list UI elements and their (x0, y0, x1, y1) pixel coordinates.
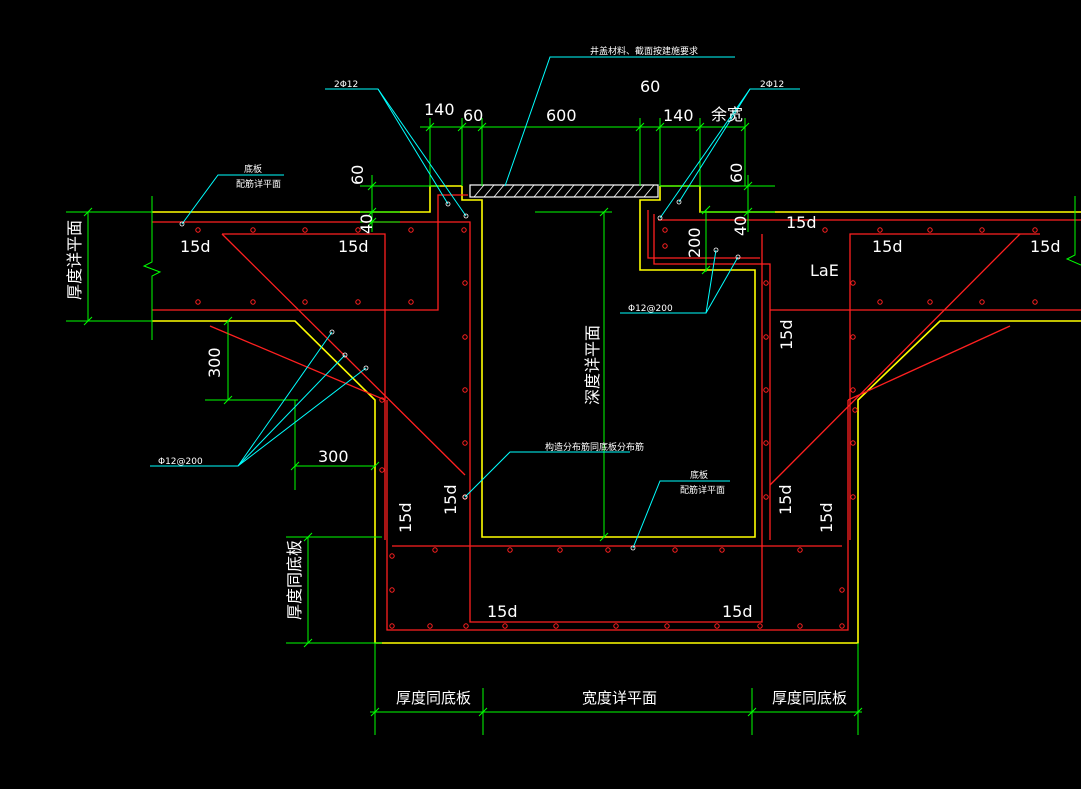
slab-top-bar-right (647, 210, 760, 259)
dim-top-60-left: 60 (463, 106, 483, 125)
pit-mid-bar-left (469, 234, 763, 623)
slab-note-left-1: 底板 (244, 163, 262, 175)
dim-bottom-left: 厚度同底板 (396, 689, 471, 707)
depth-note: 深度详平面 (583, 325, 602, 405)
pit-outer-bar-right (847, 325, 1011, 401)
slab-bottom-bar-left (152, 194, 468, 311)
dim-vert-40-right: 40 (731, 216, 750, 236)
dim-bottom-mid: 宽度详平面 (582, 689, 657, 707)
cover-note: 井盖材料、截面按建施要求 (590, 45, 698, 57)
leader-slab-note-bottom (632, 480, 730, 549)
slab-note-left-2: 配筋详平面 (236, 178, 281, 190)
dim-haunch-300-vertical: 300 (205, 347, 224, 378)
lbl-wall-right-upper: 15d (777, 319, 796, 350)
lbl-pit-right-outer: 15d (817, 502, 836, 533)
leader-stirrup-left (150, 331, 333, 467)
rebar-2phi12-right: 2Φ12 (760, 80, 784, 90)
dim-top-140-left: 140 (424, 100, 455, 119)
slab-note-bottom-1: 底板 (690, 469, 708, 481)
haunch-diagonal-right (769, 233, 1021, 486)
lbl-pit-left-outer: 15d (396, 502, 415, 533)
pit-outer-left-edge (152, 320, 1081, 644)
stirrup-left: Φ12@200 (158, 457, 203, 467)
shaft-bar-right (653, 214, 771, 540)
slab-top-right-edge (660, 185, 1081, 213)
thickness-note: 厚度详平面 (65, 220, 84, 300)
dim-bottom-right: 厚度同底板 (772, 689, 847, 707)
lbl-slab-top-right-a: 15d (786, 213, 817, 232)
lbl-pit-left-inner: 15d (441, 484, 460, 515)
leader-distribution (464, 451, 630, 498)
haunch-diagonal-left (221, 233, 466, 476)
pit-outer-bar-left (209, 325, 386, 401)
dimension-lines (66, 118, 1081, 735)
dim-vert-200: 200 (685, 227, 704, 258)
lbl-slab-top-left-a: 15d (180, 237, 211, 256)
lbl-slab-top-right-b: 15d (872, 237, 903, 256)
dim-top-600: 600 (546, 106, 577, 125)
haunch-bar-right (849, 233, 1040, 540)
stirrup-right: Φ12@200 (628, 304, 673, 314)
lbl-pit-bottom-left: 15d (487, 602, 518, 621)
slab-note-bottom-2: 配筋详平面 (680, 484, 725, 496)
leader-dots (179, 199, 741, 551)
slab-top-bar-left (152, 221, 471, 540)
dim-top-60-right: 60 (640, 77, 660, 96)
pit-outer-bar (386, 400, 849, 631)
anchorage-label: LaE (810, 261, 839, 280)
rebar-2phi12-left: 2Φ12 (334, 80, 358, 90)
dim-vert-60-right: 60 (727, 163, 746, 183)
dim-vert-60-left: 60 (348, 165, 367, 185)
shaft-inner-edge (461, 186, 756, 538)
distribution-note: 构造分布筋同底板分布筋 (545, 441, 644, 453)
haunch-bar-left (222, 233, 386, 540)
dim-top-extra: 余宽 (711, 105, 743, 124)
dim-top-140-right: 140 (663, 106, 694, 125)
lbl-slab-top-left-b: 15d (338, 237, 369, 256)
lbl-pit-bottom-right: 15d (722, 602, 753, 621)
rebar-dots (195, 227, 1038, 629)
dim-haunch-300-horizontal: 300 (318, 447, 349, 466)
leader-slab-note-left (181, 174, 284, 225)
thickness-same-slab-vertical: 厚度同底板 (285, 540, 304, 620)
dim-vert-40-left: 40 (357, 214, 376, 234)
cover-plate (469, 184, 659, 198)
lbl-slab-top-right-c: 15d (1030, 237, 1061, 256)
leader-lines (150, 56, 800, 549)
leader-cover-note (504, 56, 735, 187)
slab-top-left-edge (152, 185, 462, 213)
rebar-lines (152, 194, 1081, 631)
lbl-pit-right-inner: 15d (776, 484, 795, 515)
